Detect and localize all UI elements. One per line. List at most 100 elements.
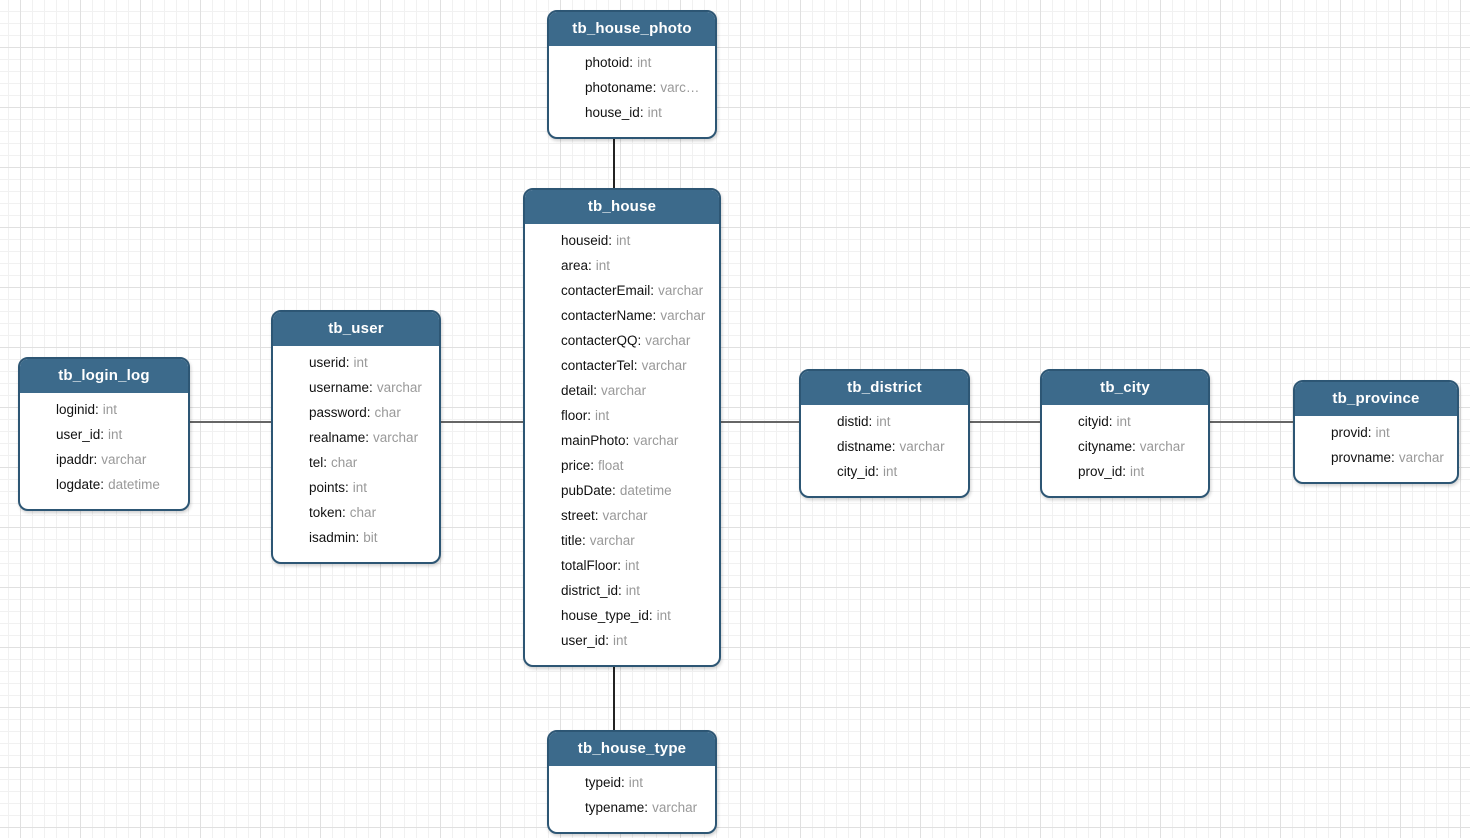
- field-type: varchar: [899, 439, 945, 454]
- field-name: contacterName: [561, 308, 653, 323]
- field-row-contacterEmail[interactable]: contacterEmail:varchar: [525, 278, 719, 303]
- field-name: password: [309, 405, 367, 420]
- field-row-street[interactable]: street:varchar: [525, 503, 719, 528]
- field-type: int: [628, 775, 644, 790]
- field-name: contacterTel: [561, 358, 634, 373]
- field-type: char: [349, 505, 377, 520]
- field-type: datetime: [619, 483, 672, 498]
- field-separator: :: [644, 800, 649, 815]
- table-header[interactable]: tb_house: [525, 190, 719, 224]
- field-row-prov_id[interactable]: prov_id:int: [1042, 459, 1208, 484]
- table-header[interactable]: tb_house_type: [549, 732, 715, 766]
- field-separator: :: [618, 583, 622, 598]
- field-row-distid[interactable]: distid:int: [801, 409, 968, 434]
- field-row-house_type_id[interactable]: house_type_id:int: [525, 603, 719, 628]
- field-row-ipaddr[interactable]: ipaddr:varchar: [20, 447, 188, 472]
- field-row-house_id[interactable]: house_id:int: [549, 100, 715, 125]
- field-name: tel: [309, 455, 324, 470]
- field-row-points[interactable]: points:int: [273, 475, 439, 500]
- field-type: varchar: [641, 358, 687, 373]
- field-row-typename[interactable]: typename:varchar: [549, 795, 715, 820]
- field-row-user_id[interactable]: user_id:int: [20, 422, 188, 447]
- field-row-floor[interactable]: floor:int: [525, 403, 719, 428]
- field-separator: :: [639, 105, 644, 120]
- field-row-tel[interactable]: tel:char: [273, 450, 439, 475]
- field-row-realname[interactable]: realname:varchar: [273, 425, 439, 450]
- field-row-pubDate[interactable]: pubDate:datetime: [525, 478, 719, 503]
- field-row-totalFloor[interactable]: totalFloor:int: [525, 553, 719, 578]
- field-name: distname: [837, 439, 892, 454]
- field-row-price[interactable]: price:float: [525, 453, 719, 478]
- field-separator: :: [625, 433, 630, 448]
- table-header[interactable]: tb_house_photo: [549, 12, 715, 46]
- field-separator: :: [369, 380, 373, 395]
- field-type: bit: [363, 530, 378, 545]
- field-row-loginid[interactable]: loginid:int: [20, 397, 188, 422]
- field-row-area[interactable]: area:int: [525, 253, 719, 278]
- field-separator: :: [629, 55, 634, 70]
- field-row-contacterQQ[interactable]: contacterQQ:varchar: [525, 328, 719, 353]
- table-title: tb_province: [1332, 390, 1420, 407]
- field-row-username[interactable]: username:varchar: [273, 375, 439, 400]
- field-row-userid[interactable]: userid:int: [273, 350, 439, 375]
- field-separator: :: [366, 405, 371, 420]
- field-name: floor: [561, 408, 588, 423]
- field-row-houseid[interactable]: houseid:int: [525, 228, 719, 253]
- table-header[interactable]: tb_user: [273, 312, 439, 346]
- field-row-logdate[interactable]: logdate:datetime: [20, 472, 188, 497]
- field-row-password[interactable]: password:char: [273, 400, 439, 425]
- field-row-isadmin[interactable]: isadmin:bit: [273, 525, 439, 550]
- field-row-distname[interactable]: distname:varchar: [801, 434, 968, 459]
- field-name: distid: [837, 414, 869, 429]
- table-header[interactable]: tb_login_log: [20, 359, 188, 393]
- field-row-user_id[interactable]: user_id:int: [525, 628, 719, 653]
- field-type: float: [598, 458, 624, 473]
- field-row-provname[interactable]: provname:varchar: [1295, 445, 1457, 470]
- field-type: varchar: [373, 430, 419, 445]
- field-name: typename: [585, 800, 645, 815]
- field-row-district_id[interactable]: district_id:int: [525, 578, 719, 603]
- field-type: char: [374, 405, 401, 420]
- field-separator: :: [652, 80, 657, 95]
- table-header[interactable]: tb_province: [1295, 382, 1457, 416]
- field-name: cityid: [1078, 414, 1109, 429]
- field-row-contacterName[interactable]: contacterName:varchar: [525, 303, 719, 328]
- field-type: varchar: [1139, 439, 1185, 454]
- field-row-typeid[interactable]: typeid:int: [549, 770, 715, 795]
- field-row-cityname[interactable]: cityname:varchar: [1042, 434, 1208, 459]
- field-row-city_id[interactable]: city_id:int: [801, 459, 968, 484]
- table-header[interactable]: tb_city: [1042, 371, 1208, 405]
- field-type: varchar: [633, 433, 679, 448]
- field-row-title[interactable]: title:varchar: [525, 528, 719, 553]
- field-separator: :: [612, 483, 616, 498]
- table-title: tb_house: [587, 198, 657, 215]
- table-header[interactable]: tb_district: [801, 371, 968, 405]
- field-type: varchar: [602, 508, 648, 523]
- field-row-cityid[interactable]: cityid:int: [1042, 409, 1208, 434]
- field-row-token[interactable]: token:char: [273, 500, 439, 525]
- field-row-detail[interactable]: detail:varchar: [525, 378, 719, 403]
- field-separator: :: [608, 233, 613, 248]
- field-separator: :: [323, 455, 328, 470]
- field-name: logdate: [56, 477, 101, 492]
- field-type: varchar: [645, 333, 691, 348]
- field-row-provid[interactable]: provid:int: [1295, 420, 1457, 445]
- field-row-contacterTel[interactable]: contacterTel:varchar: [525, 353, 719, 378]
- field-type: int: [1116, 414, 1131, 429]
- field-name: realname: [309, 430, 366, 445]
- field-row-photoid[interactable]: photoid:int: [549, 50, 715, 75]
- field-separator: :: [590, 458, 595, 473]
- field-row-mainPhoto[interactable]: mainPhoto:varchar: [525, 428, 719, 453]
- field-row-photoname[interactable]: photoname:varc…: [549, 75, 715, 100]
